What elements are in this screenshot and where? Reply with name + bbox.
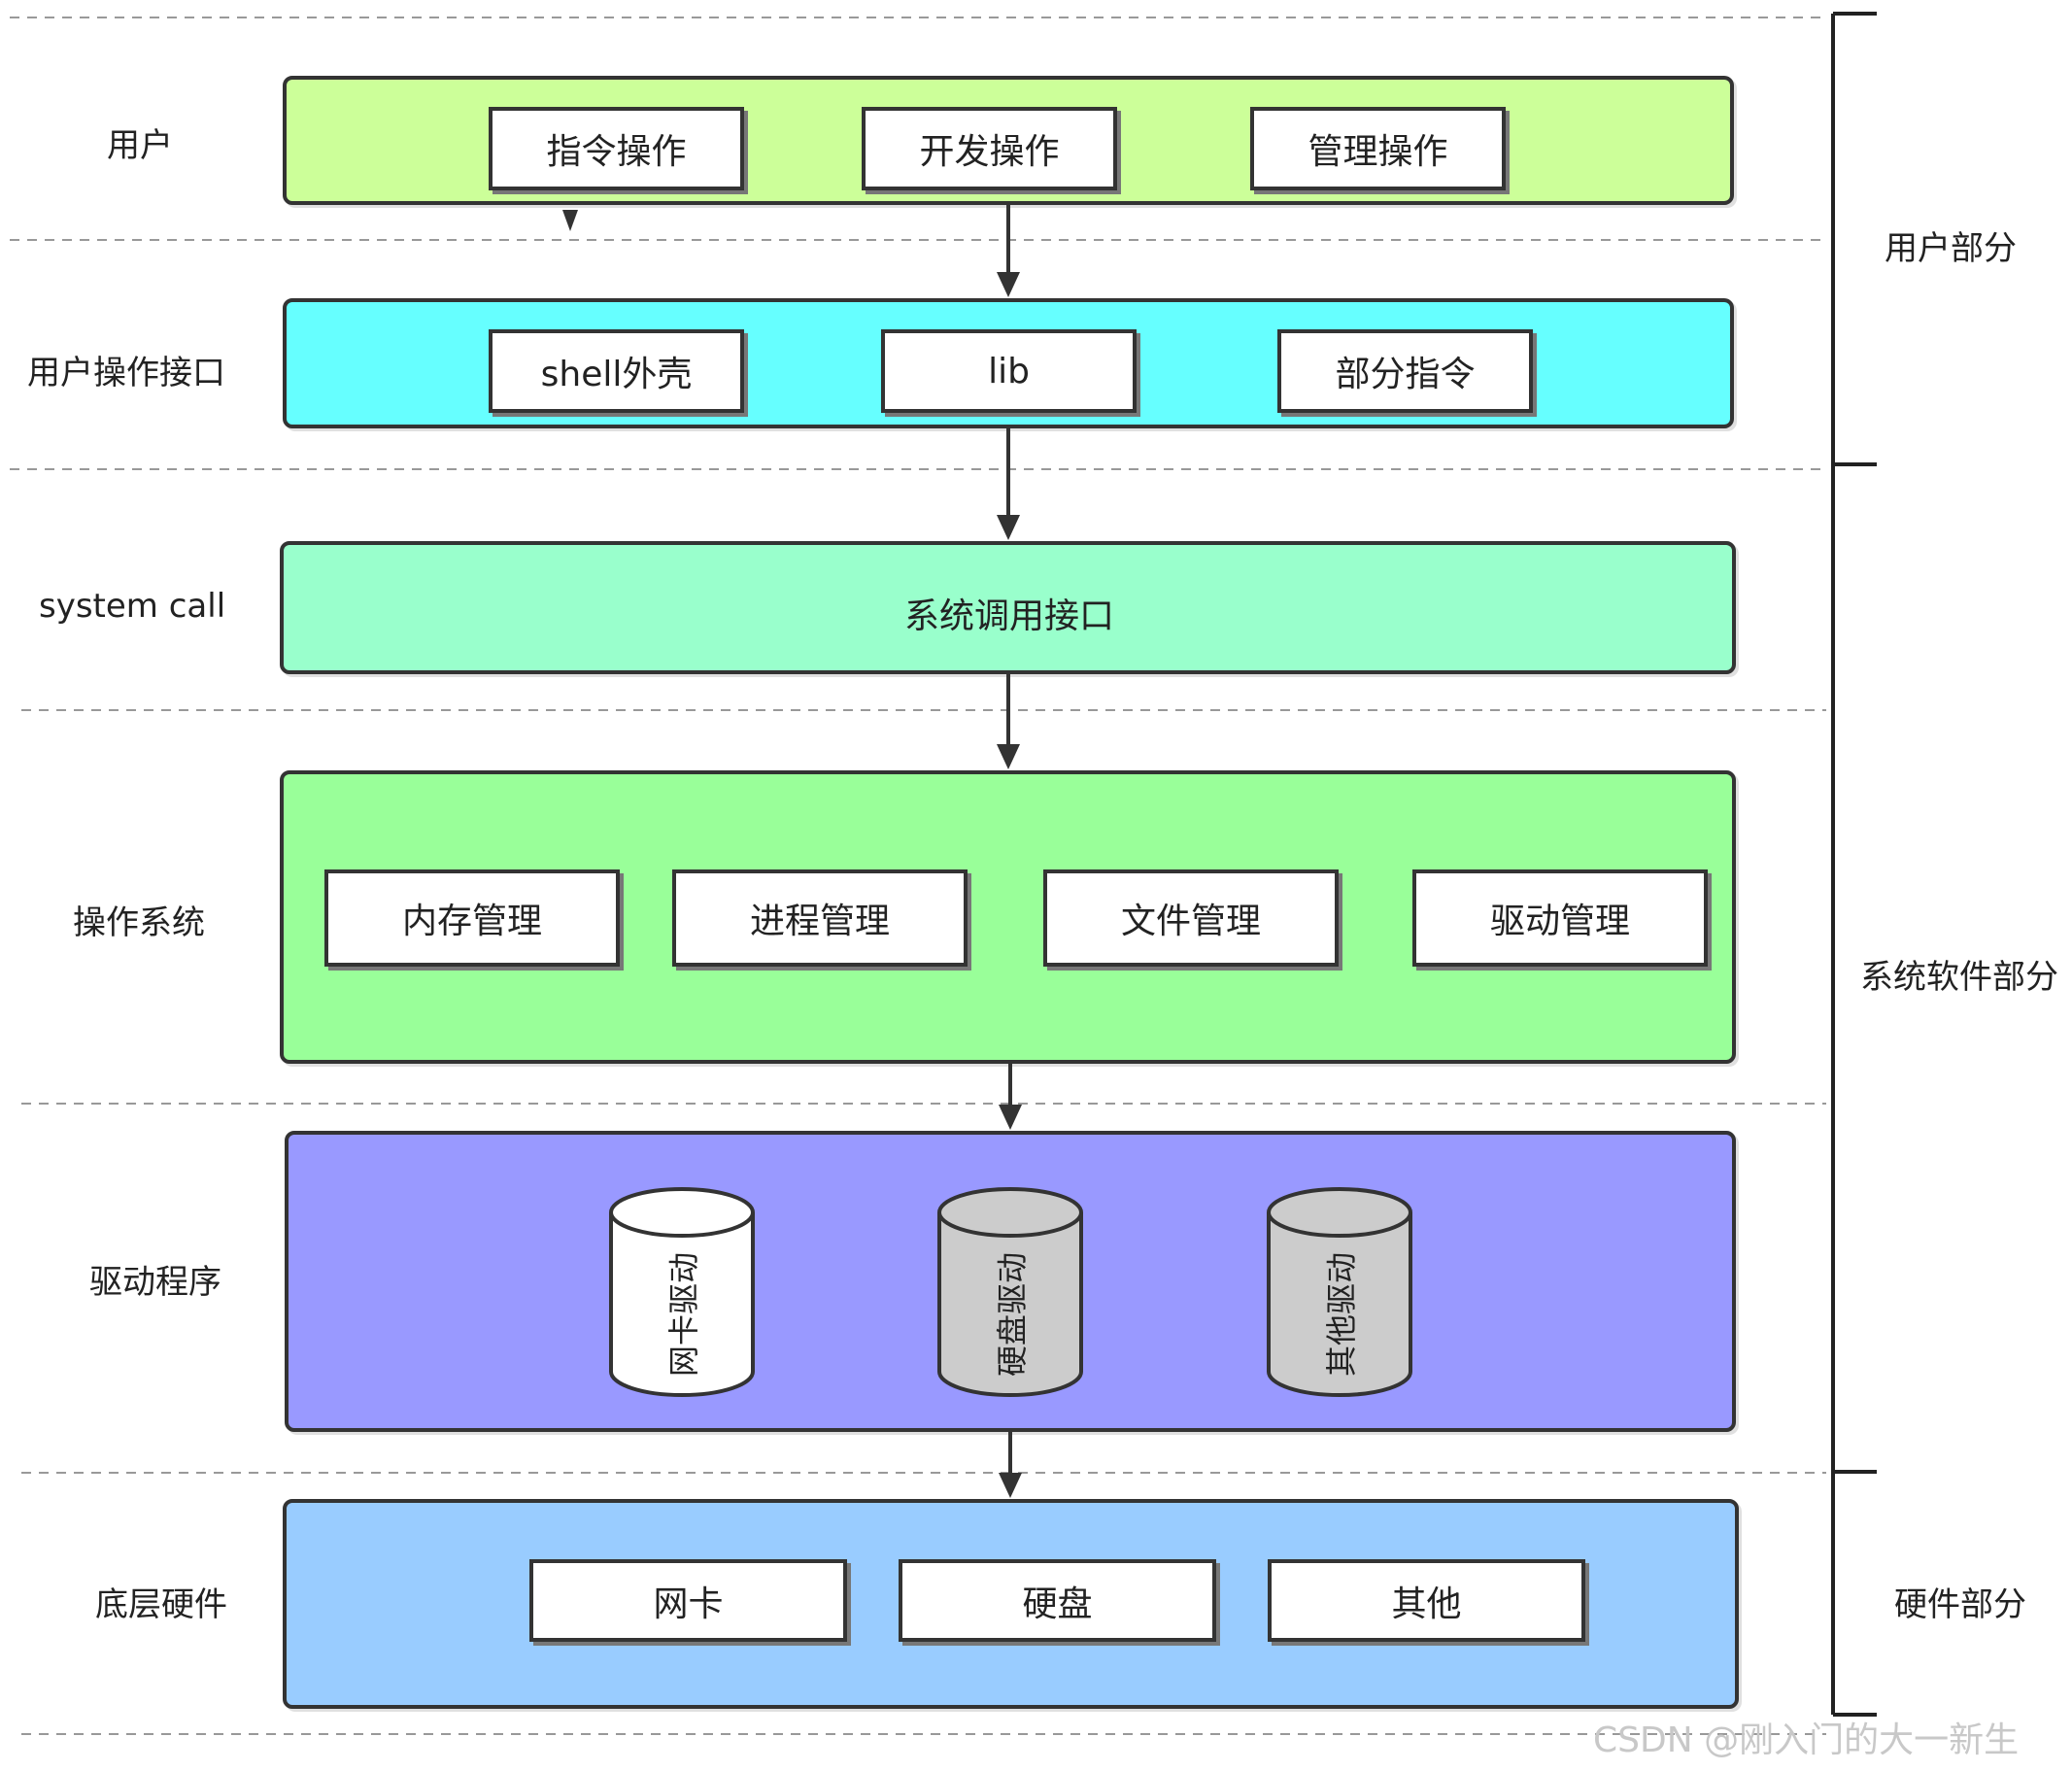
layer-label-os: 操作系统 xyxy=(73,903,205,942)
user-layer: 指令操作 开发操作 管理操作 xyxy=(283,76,1734,205)
drivers-layer: 网卡驱动 硬盘驱动 其他驱动 xyxy=(285,1131,1736,1432)
user-interface-layer: shell外壳 lib 部分指令 xyxy=(283,298,1734,428)
disk-driver-label: 硬盘驱动 xyxy=(994,1251,1031,1378)
file-management-box[interactable]: 文件管理 xyxy=(1043,869,1339,967)
shell-box[interactable]: shell外壳 xyxy=(489,329,744,413)
section-bracket xyxy=(1831,12,1877,1717)
section-label-hardware-part: 硬件部分 xyxy=(1894,1585,2026,1624)
layer-label-hardware: 底层硬件 xyxy=(95,1585,227,1624)
network-driver-label: 网卡驱动 xyxy=(665,1251,702,1378)
other-driver-label: 其他驱动 xyxy=(1323,1251,1360,1378)
other-hardware-box[interactable]: 其他 xyxy=(1268,1559,1585,1642)
driver-management-box[interactable]: 驱动管理 xyxy=(1412,869,1708,967)
os-layer: 内存管理 进程管理 文件管理 驱动管理 xyxy=(280,770,1736,1064)
management-operation-box[interactable]: 管理操作 xyxy=(1250,107,1506,190)
network-driver-cylinder[interactable] xyxy=(606,1185,758,1401)
layer-label-drivers: 驱动程序 xyxy=(89,1263,221,1302)
partial-commands-box[interactable]: 部分指令 xyxy=(1277,329,1533,413)
layer-label-user-interface: 用户操作接口 xyxy=(27,354,225,392)
layer-label-system-call: system call xyxy=(39,587,226,626)
hard-disk-box[interactable]: 硬盘 xyxy=(899,1559,1216,1642)
instruction-operation-box[interactable]: 指令操作 xyxy=(489,107,744,190)
memory-management-box[interactable]: 内存管理 xyxy=(324,869,620,967)
process-management-box[interactable]: 进程管理 xyxy=(672,869,968,967)
csdn-watermark: CSDN @刚入门的大一新生 xyxy=(1593,1720,2020,1760)
section-label-user-part: 用户部分 xyxy=(1885,229,2017,268)
system-call-interface-text: 系统调用接口 xyxy=(903,596,1115,636)
disk-driver-cylinder[interactable] xyxy=(934,1185,1086,1401)
layer-label-user: 用户 xyxy=(107,126,173,165)
system-call-layer: 系统调用接口 xyxy=(280,541,1736,674)
section-label-system-software-part: 系统软件部分 xyxy=(1860,958,2058,997)
network-card-box[interactable]: 网卡 xyxy=(529,1559,847,1642)
hardware-layer: 网卡 硬盘 其他 xyxy=(283,1499,1739,1709)
lib-box[interactable]: lib xyxy=(881,329,1137,413)
small-arrow-marker xyxy=(562,210,578,231)
development-operation-box[interactable]: 开发操作 xyxy=(862,107,1117,190)
other-driver-cylinder[interactable] xyxy=(1264,1185,1415,1401)
